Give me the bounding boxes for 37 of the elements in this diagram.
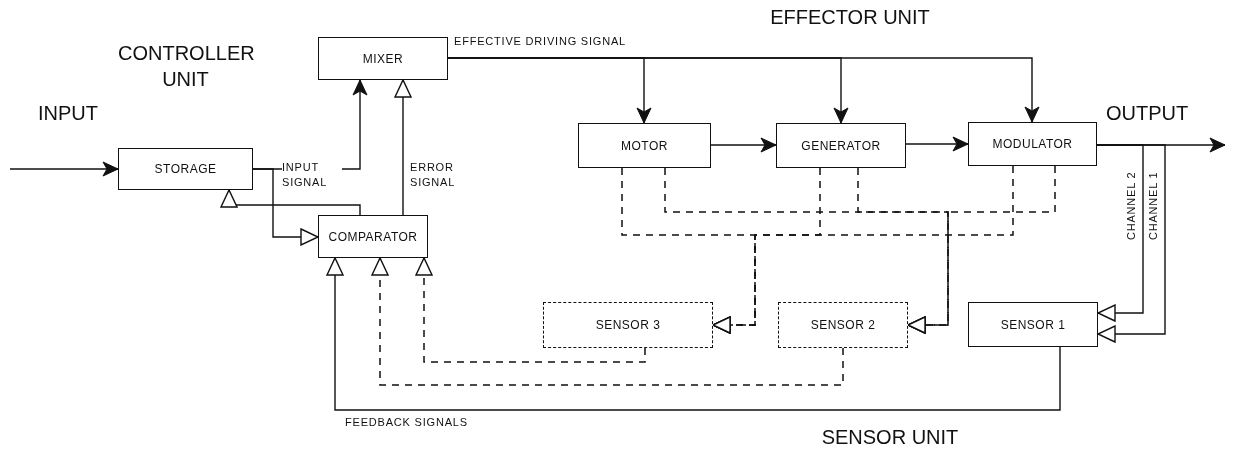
edge-label: CHANNEL 1 — [1146, 171, 1160, 240]
block-label: GENERATOR — [801, 138, 881, 153]
arrow — [1096, 144, 1166, 343]
block-label: MODULATOR — [992, 137, 1073, 151]
block-box — [776, 123, 906, 168]
section-label: SENSOR UNIT — [820, 425, 960, 450]
arrow — [326, 257, 1061, 411]
arrow — [252, 168, 319, 246]
arrow — [394, 79, 412, 216]
dashed-block-box — [778, 302, 908, 348]
block-box — [578, 123, 711, 168]
arrow — [905, 136, 969, 152]
block-box — [318, 215, 428, 258]
arrow — [710, 137, 777, 153]
arrow — [9, 161, 119, 177]
dashed-arrow — [371, 257, 844, 386]
block-label: MOTOR — [621, 138, 668, 153]
block-label: STORAGE — [154, 162, 217, 176]
block-box — [118, 148, 253, 190]
dashed-arrow — [712, 165, 1014, 334]
arrow — [447, 57, 1040, 123]
block-box — [318, 37, 448, 80]
block-box — [968, 302, 1098, 347]
block-label: SENSOR 3 — [595, 318, 661, 332]
dashed-block-box — [543, 302, 713, 348]
block-box — [968, 122, 1097, 166]
block-label: SENSOR 1 — [1000, 317, 1066, 332]
dashed-arrow — [415, 257, 646, 363]
block-label: COMPARATOR — [328, 229, 418, 244]
arrow — [220, 189, 361, 216]
section-label: EFFECTOR UNIT — [769, 5, 931, 30]
dashed-arrow — [907, 165, 1056, 334]
block-label: MIXER — [362, 51, 404, 66]
arrow — [1096, 144, 1144, 322]
edge-label: CHANNEL 2 — [1124, 171, 1138, 240]
block-label: SENSOR 2 — [810, 318, 876, 332]
section-label: CONTROLLER UNIT — [118, 41, 253, 92]
